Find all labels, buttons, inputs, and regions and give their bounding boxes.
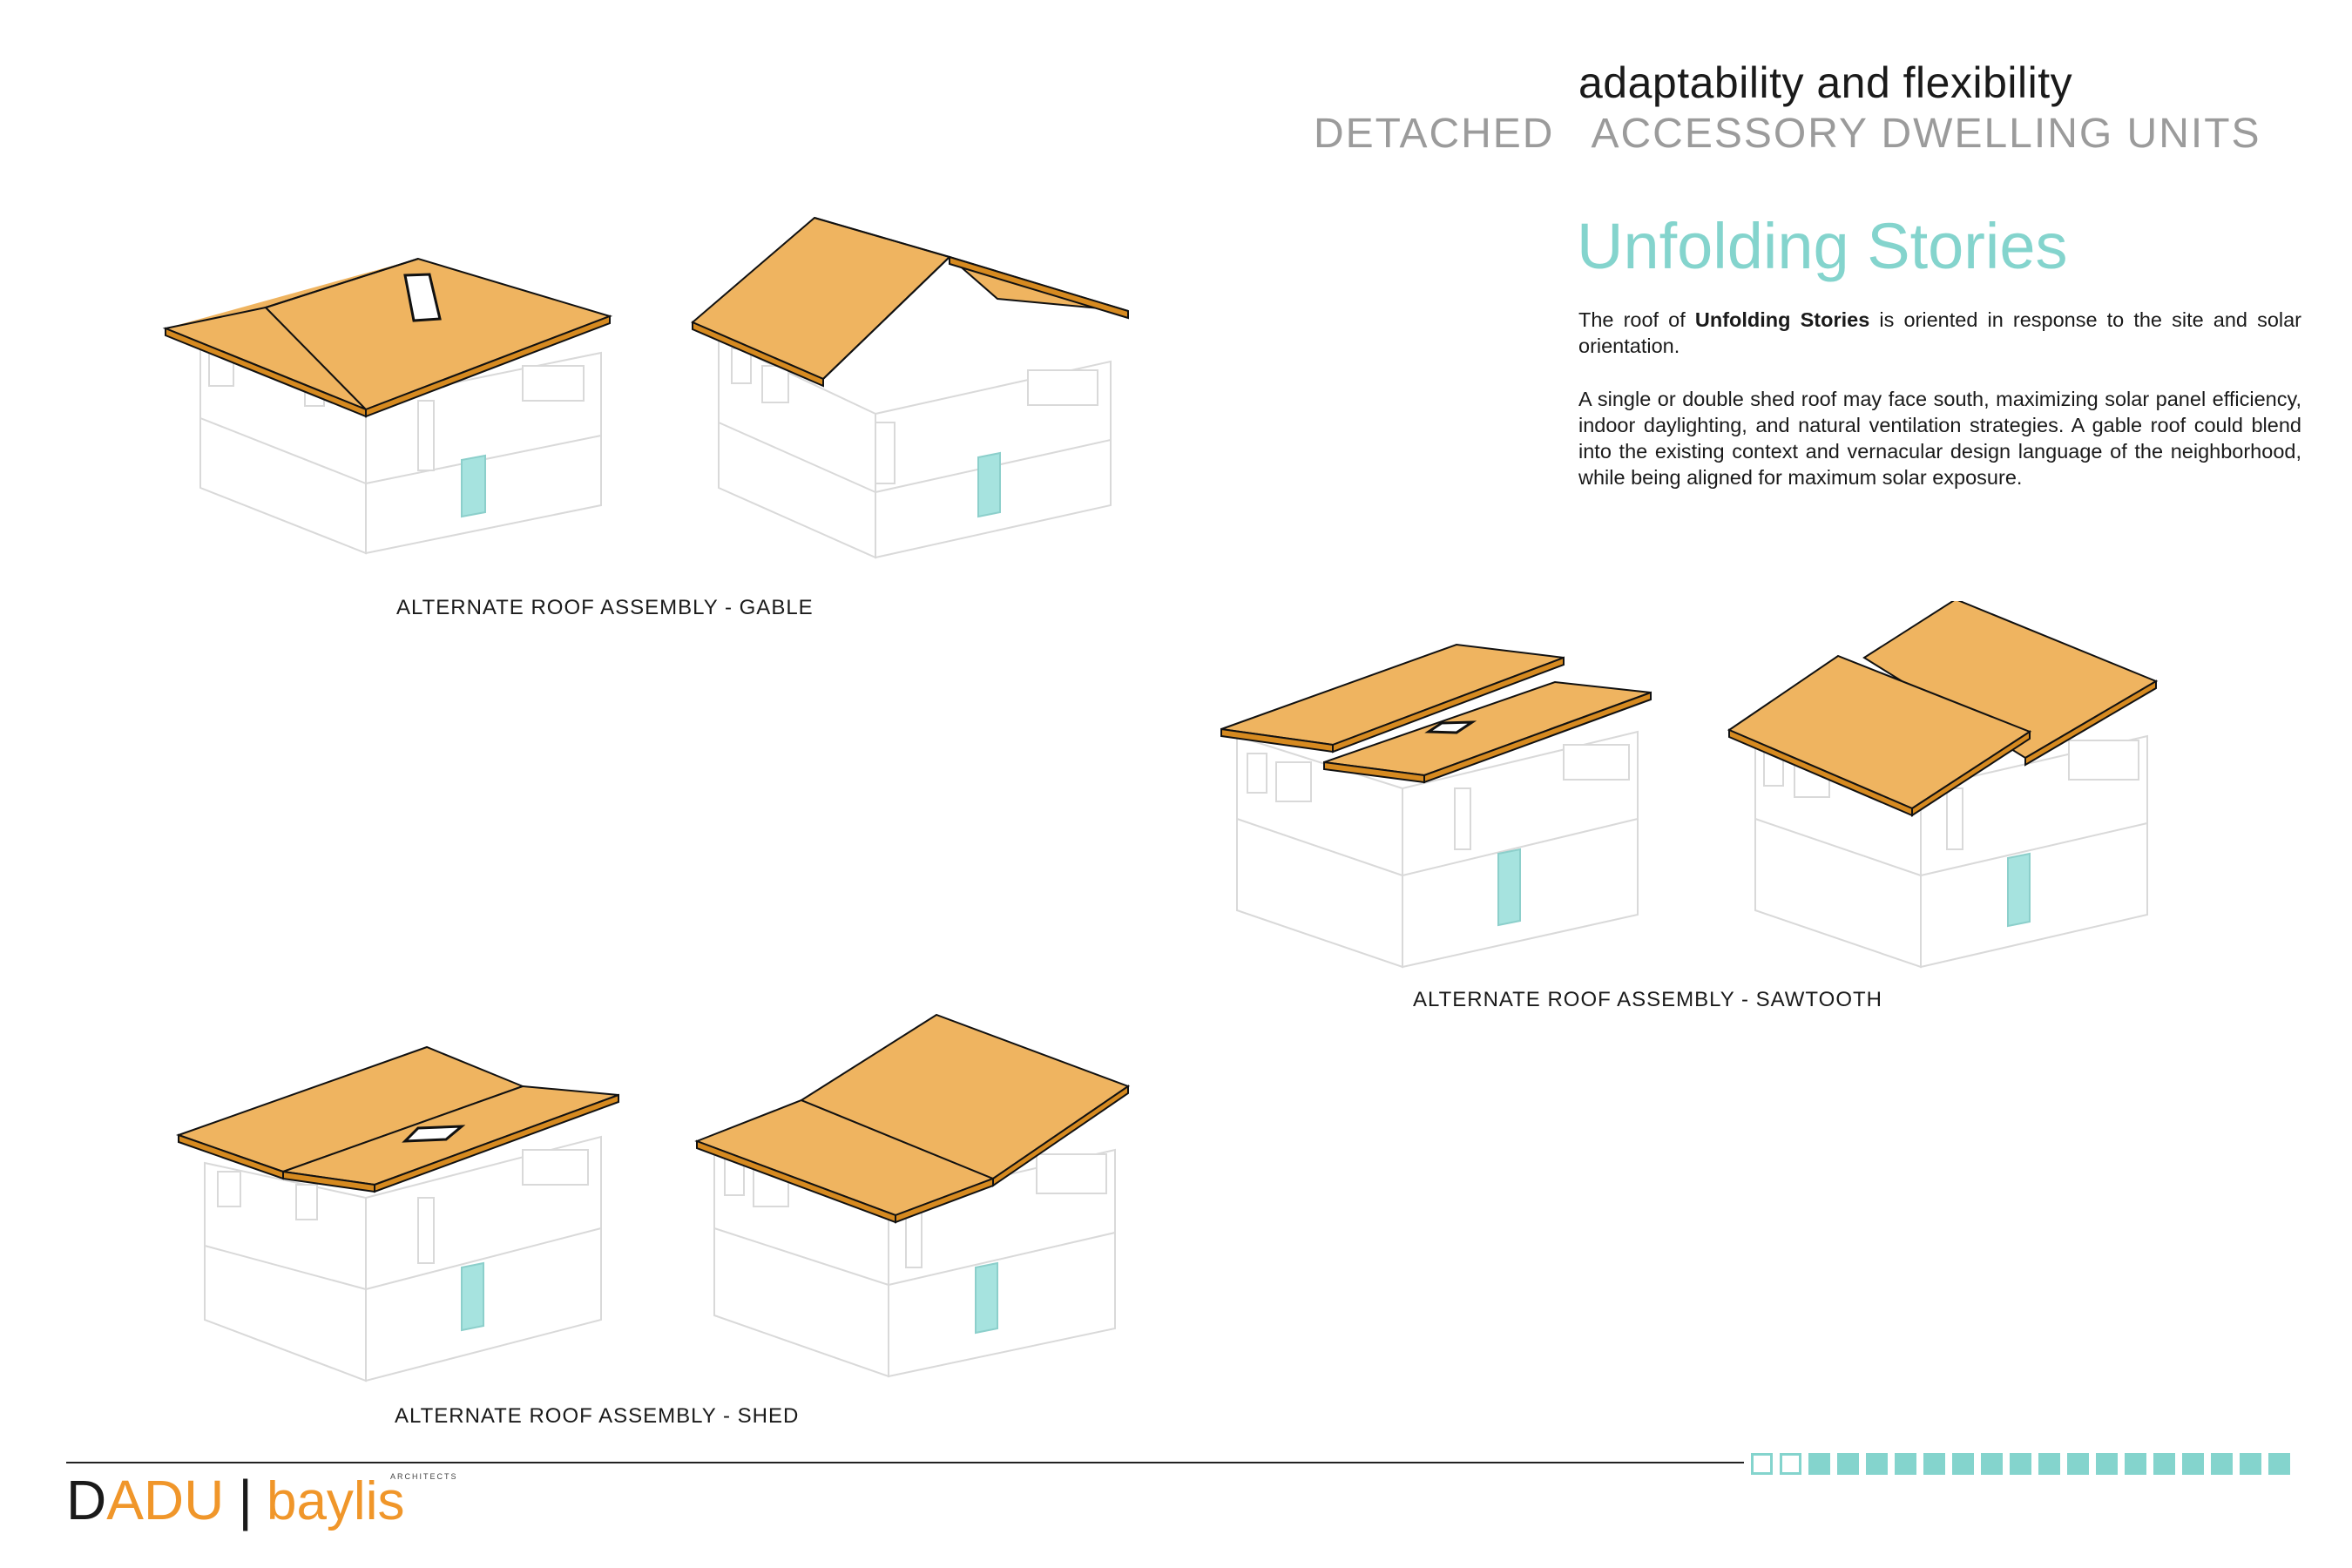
progress-square-filled: [1866, 1453, 1888, 1475]
progress-square-filled: [2067, 1453, 2089, 1475]
progress-square-empty: [1780, 1453, 1801, 1475]
page-subtitle: adaptability and flexibility: [1578, 58, 2073, 107]
progress-square-filled: [1952, 1453, 1974, 1475]
progress-square-filled: [2153, 1453, 2175, 1475]
shed-house-2-icon: [694, 1013, 1131, 1378]
caption-gable: ALTERNATE ROOF ASSEMBLY - GABLE: [396, 596, 814, 619]
progress-square-filled: [2211, 1453, 2233, 1475]
progress-square-filled: [2240, 1453, 2261, 1475]
progress-square-filled: [1923, 1453, 1945, 1475]
p1-text: The roof of: [1578, 308, 1695, 331]
shed-house-1-icon: [175, 1045, 619, 1382]
caption-sawtooth: ALTERNATE ROOF ASSEMBLY - SAWTOOTH: [1413, 988, 1882, 1011]
brand-separator: |: [238, 1469, 253, 1531]
progress-square-filled: [1808, 1453, 1830, 1475]
progress-square-filled: [1895, 1453, 1916, 1475]
p1-text-end: is oriented in response to the site and …: [1578, 308, 2302, 357]
footer-rule: [66, 1462, 1744, 1463]
section-title: Unfolding Stories: [1577, 210, 2068, 282]
p1-bold-text: Unfolding Stories: [1694, 308, 1870, 331]
gable-house-2-icon: [691, 216, 1129, 559]
caption-shed: ALTERNATE ROOF ASSEMBLY - SHED: [395, 1404, 800, 1428]
brand-baylis: baylis: [266, 1471, 405, 1531]
gable-house-1-icon: [162, 257, 613, 555]
sawtooth-house-2-icon: [1727, 601, 2159, 969]
description-paragraph-2: A single or double shed roof may face so…: [1578, 388, 2301, 489]
sawtooth-house-1-icon: [1220, 643, 1652, 969]
page-progress-indicator: [1751, 1453, 2290, 1475]
progress-square-filled: [1837, 1453, 1859, 1475]
brand-d: D: [66, 1469, 107, 1531]
progress-square-filled: [1981, 1453, 2003, 1475]
description-paragraph-1: The roof of Unfolding Stories is oriente…: [1578, 307, 2301, 359]
progress-square-filled: [2125, 1453, 2146, 1475]
page-heading: DETACHED ACCESSORY DWELLING UNITS: [1314, 110, 2261, 158]
progress-square-filled: [2010, 1453, 2031, 1475]
progress-square-filled: [2182, 1453, 2204, 1475]
progress-square-filled: [2038, 1453, 2060, 1475]
heading-word-detached: DETACHED: [1314, 111, 1555, 157]
brand-logo: DADU|baylis: [66, 1472, 404, 1529]
progress-square-filled: [2268, 1453, 2290, 1475]
heading-word-adu: ACCESSORY DWELLING UNITS: [1591, 111, 2261, 157]
brand-architects-label: ARCHITECTS: [390, 1472, 458, 1481]
progress-square-empty: [1751, 1453, 1773, 1475]
brand-adu: ADU: [106, 1469, 225, 1531]
progress-square-filled: [2096, 1453, 2118, 1475]
